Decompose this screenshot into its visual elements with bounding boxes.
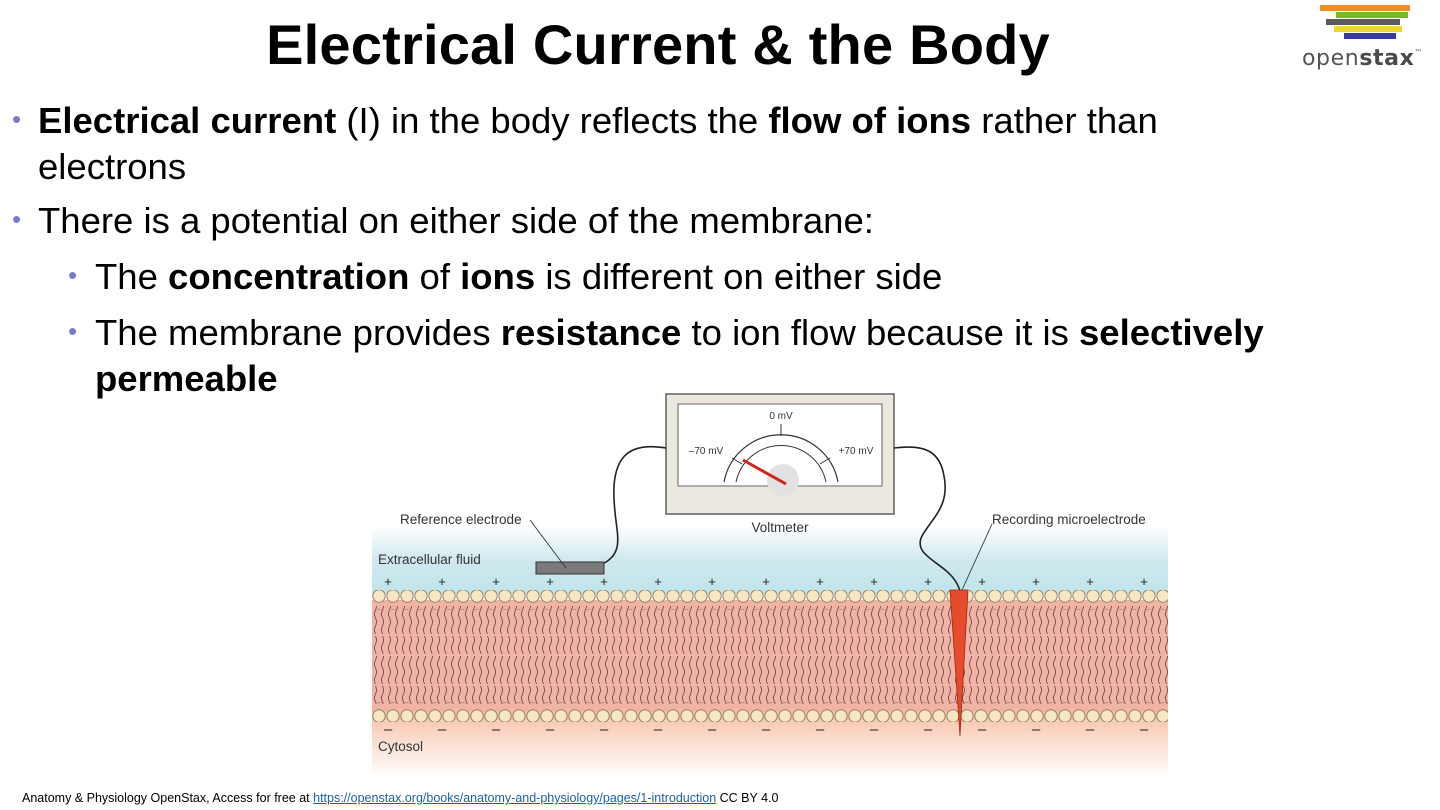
minus-sign: – bbox=[654, 721, 663, 738]
meter-pos-label: +70 mV bbox=[839, 446, 874, 457]
minus-sign: – bbox=[978, 721, 987, 738]
minus-sign: – bbox=[600, 721, 609, 738]
reference-label: Reference electrode bbox=[400, 512, 522, 527]
positive-charge-row: + + + + + + + + + + + + + + + bbox=[384, 574, 1148, 589]
logo-stripe bbox=[1336, 12, 1408, 18]
slide-title: Electrical Current & the Body bbox=[266, 13, 1050, 76]
meter-tick bbox=[819, 457, 831, 465]
extracellular-fluid-region bbox=[372, 526, 1168, 594]
lipid-tails-upper bbox=[372, 606, 1168, 654]
logo-stripe bbox=[1320, 5, 1410, 11]
minus-sign: – bbox=[492, 721, 501, 738]
minus-sign: – bbox=[924, 721, 933, 738]
bullet-dot: • bbox=[12, 204, 22, 234]
reference-electrode bbox=[535, 561, 605, 575]
recording-wire bbox=[893, 446, 962, 601]
bullet-dot: • bbox=[12, 104, 22, 134]
plus-sign: + bbox=[1140, 574, 1148, 589]
recording-microelectrode bbox=[949, 589, 969, 737]
bullet-2: There is a potential on either side of t… bbox=[38, 200, 874, 241]
meter-scale-arc-inner bbox=[735, 445, 827, 483]
minus-sign: – bbox=[546, 721, 555, 738]
minus-sign: – bbox=[870, 721, 879, 738]
plus-sign: + bbox=[492, 574, 500, 589]
plus-sign: + bbox=[762, 574, 770, 589]
plus-sign: + bbox=[978, 574, 986, 589]
minus-sign: – bbox=[1086, 721, 1095, 738]
negative-charge-row: ––––––––––––––– bbox=[384, 721, 1149, 738]
minus-sign: – bbox=[816, 721, 825, 738]
cytosol-label: Cytosol bbox=[378, 739, 423, 754]
lipid-heads-lower bbox=[372, 702, 1168, 722]
footer-credit: Anatomy & Physiology OpenStax, Access fo… bbox=[22, 791, 779, 805]
plus-sign: + bbox=[546, 574, 554, 589]
plus-sign: + bbox=[438, 574, 446, 589]
recording-leader bbox=[961, 523, 993, 591]
plus-sign: + bbox=[654, 574, 662, 589]
recording-label: Recording microelectrode bbox=[992, 512, 1146, 527]
voltmeter-label: Voltmeter bbox=[751, 520, 809, 535]
meter-tick bbox=[731, 457, 743, 465]
bullet-dot: • bbox=[68, 316, 78, 346]
plus-sign: + bbox=[870, 574, 878, 589]
minus-sign: – bbox=[762, 721, 771, 738]
plus-sign: + bbox=[816, 574, 824, 589]
lipid-tails-lower bbox=[372, 656, 1168, 704]
bullet-dot: • bbox=[68, 260, 78, 290]
meter-neg-label: –70 mV bbox=[689, 446, 724, 457]
openstax-logo bbox=[1320, 5, 1410, 39]
membrane-potential-diagram: + + + + + + + + + + + + + + + – – – – – – – – – – – – – – – Extracel… bbox=[372, 393, 1168, 778]
bullet-3: The concentration of ions is different o… bbox=[95, 256, 943, 297]
reference-leader bbox=[529, 519, 567, 569]
minus-sign: – bbox=[438, 721, 447, 738]
plus-sign: + bbox=[384, 574, 392, 589]
minus-sign: – bbox=[708, 721, 717, 738]
logo-stripe bbox=[1326, 19, 1400, 25]
bullet-4: The membrane provides resistance to ion … bbox=[95, 312, 1264, 399]
logo-stripe bbox=[1344, 33, 1396, 39]
cytosol-region bbox=[372, 712, 1168, 778]
logo-wordmark: openstax™ bbox=[1302, 46, 1423, 71]
logo-stripe bbox=[1334, 26, 1402, 32]
minus-sign: – bbox=[1140, 721, 1149, 738]
lipid-heads-upper bbox=[372, 590, 1168, 610]
openstax-book-link[interactable]: https://openstax.org/books/anatomy-and-p… bbox=[313, 791, 717, 805]
plus-sign: + bbox=[708, 574, 716, 589]
meter-needle bbox=[742, 458, 787, 486]
plus-sign: + bbox=[1086, 574, 1094, 589]
extracellular-label: Extracellular fluid bbox=[378, 552, 481, 567]
minus-sign: – bbox=[1032, 721, 1041, 738]
plus-sign: + bbox=[1032, 574, 1040, 589]
plus-sign: + bbox=[924, 574, 932, 589]
plus-sign: + bbox=[600, 574, 608, 589]
minus-sign: – bbox=[384, 721, 393, 738]
bullet-1: Electrical current (I) in the body refle… bbox=[38, 100, 1158, 187]
meter-hub bbox=[767, 464, 799, 496]
meter-zero-label: 0 mV bbox=[769, 411, 793, 422]
